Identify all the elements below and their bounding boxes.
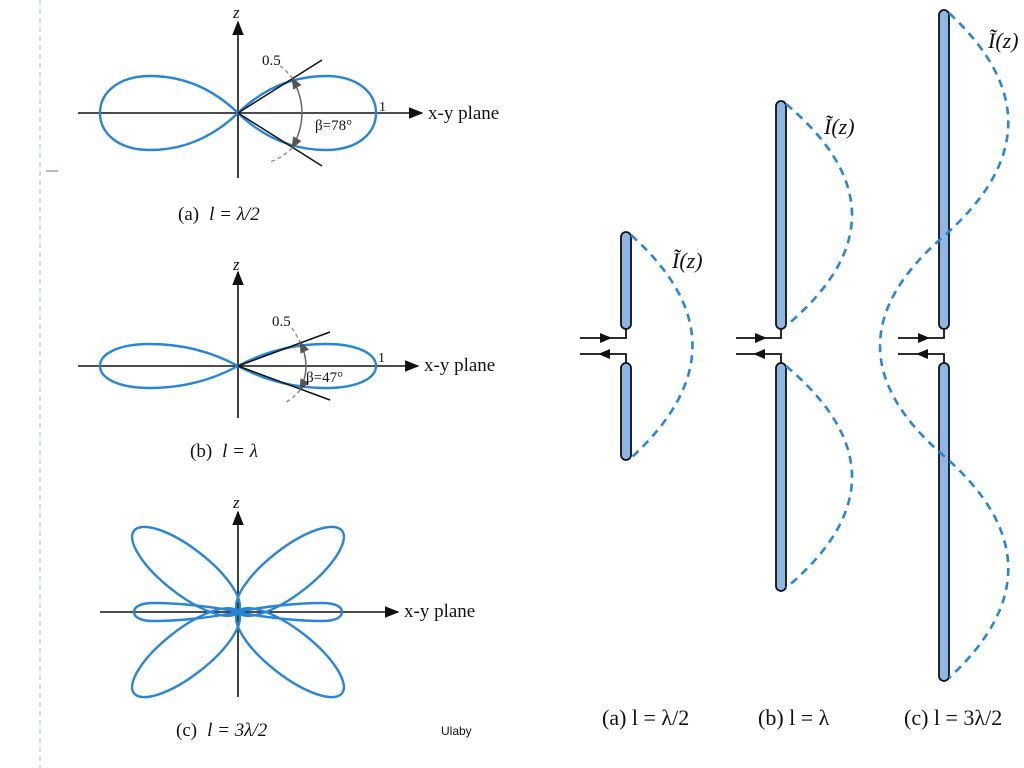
antenna-c-current-label: Ĩ(z)	[987, 28, 1019, 53]
antenna-a-current	[630, 234, 694, 459]
credit-text: Ulaby	[441, 724, 472, 738]
max-label-b: 1	[378, 351, 385, 366]
antenna-c-caption: (c) l = 3λ/2	[904, 705, 1002, 730]
beamwidth-label-b: β=47°	[306, 370, 343, 386]
antenna-a-current-label: Ĩ(z)	[671, 248, 703, 273]
antenna-b-feed	[736, 329, 782, 363]
antenna-b-lower-rod	[775, 362, 787, 592]
half-power-label-b: 0.5	[272, 314, 291, 330]
half-power-label-a: 0.5	[262, 53, 281, 69]
antenna-a-caption: (a) l = λ/2	[602, 705, 689, 730]
antenna-c-feed	[898, 329, 945, 363]
z-label-a: z	[232, 3, 240, 22]
beam-arc-b	[299, 340, 310, 392]
antenna-b-upper-rod	[775, 100, 787, 330]
beam-lower-a	[237, 112, 323, 167]
z-label-c: z	[232, 493, 240, 512]
lobe-right-b	[235, 342, 378, 390]
plane-label-b: x-y plane	[424, 355, 495, 376]
antenna-b: Ĩ(z) (b) l = λ	[736, 100, 855, 730]
antenna-b-caption: (b) l = λ	[758, 705, 830, 730]
lobe-left-c	[132, 601, 239, 623]
antenna-a-upper-rod	[620, 231, 632, 330]
beamwidth-label-a: β=78°	[315, 118, 352, 134]
antenna-c-current	[878, 12, 1010, 679]
beam-upper-a	[237, 59, 323, 114]
antenna-a-lower-rod	[620, 362, 632, 461]
beam-arc-a	[291, 76, 303, 150]
antenna-b-current-label: Ĩ(z)	[823, 114, 855, 139]
beam-upper-b	[237, 331, 331, 367]
antenna-c-lower-rod	[938, 362, 950, 682]
caption-a: (a)l = λ/2	[178, 204, 260, 225]
plane-label-a: x-y plane	[428, 103, 499, 124]
antenna-b-current-lower	[785, 365, 854, 589]
z-label-b: z	[232, 255, 240, 274]
lobe-left-b	[98, 342, 241, 390]
antenna-a-feed	[580, 329, 627, 363]
slide-left-edge	[39, 0, 58, 768]
caption-b: (b)l = λ	[190, 441, 258, 462]
max-label-a: 1	[379, 100, 386, 115]
lobe-right-c	[237, 601, 344, 623]
lobe-left-a	[98, 74, 240, 152]
antenna-c-upper-rod	[938, 9, 950, 330]
antenna-b-current-upper	[785, 103, 854, 327]
pattern-c: z x-y plane (c)l = 3λ/2	[100, 493, 475, 741]
antenna-a: Ĩ(z) (a) l = λ/2	[580, 231, 703, 730]
plane-label-c: x-y plane	[404, 601, 475, 622]
caption-c: (c)l = 3λ/2	[176, 720, 268, 741]
pattern-a: z 0.5 1 β=78° x-y plane (a)l = λ/2	[78, 3, 499, 225]
pattern-b: z 0.5 1 β=47° x-y plane (b)l = λ	[78, 255, 495, 462]
beam-lower-b	[237, 365, 331, 401]
antenna-c: Ĩ(z) (c) l = 3λ/2	[878, 9, 1019, 730]
